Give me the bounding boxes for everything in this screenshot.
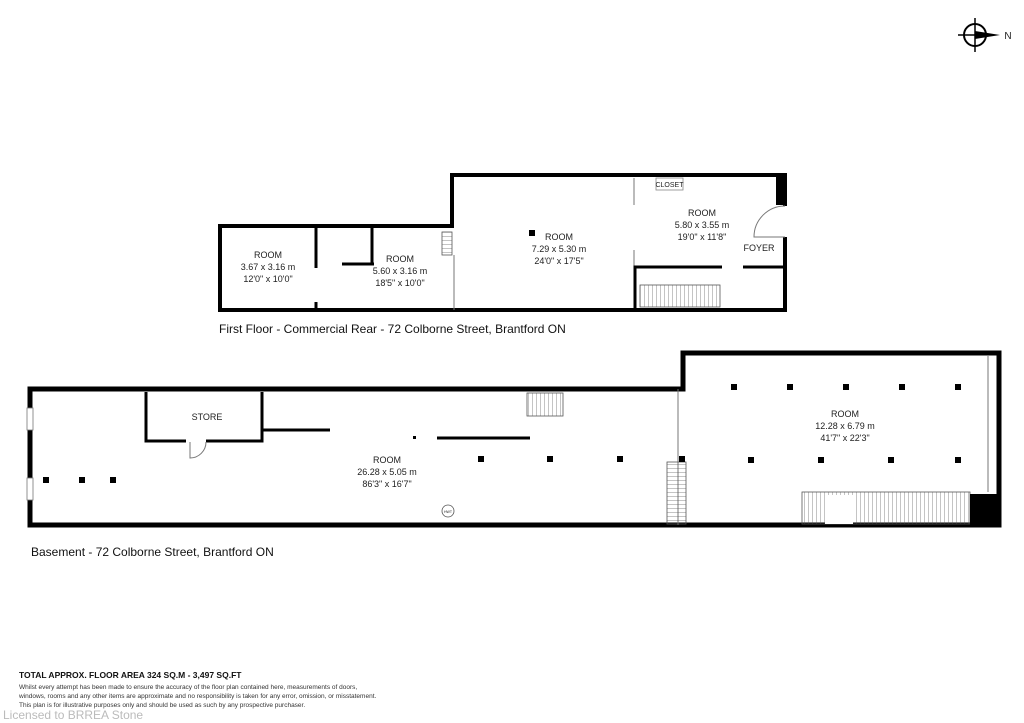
stairs-icon (639, 284, 721, 308)
room-label: ROOM 26.28 x 5.05 m 86'3" x 16'7" (357, 455, 417, 489)
svg-text:26.28 x 5.05 m: 26.28 x 5.05 m (357, 467, 417, 477)
svg-text:ROOM: ROOM (831, 409, 859, 419)
room-label: ROOM 3.67 x 3.16 m 12'0" x 10'0" (241, 250, 296, 284)
disclaimer-line: windows, rooms and any other items are a… (18, 693, 376, 700)
stairs-icon (526, 392, 564, 417)
svg-text:12'0" x 10'0": 12'0" x 10'0" (243, 274, 292, 284)
first-floor-plan: CLOSET ROOM 3.67 x 3.16 m 12'0" x 10'0" … (218, 173, 788, 312)
svg-text:86'3" x 16'7": 86'3" x 16'7" (362, 479, 411, 489)
svg-text:ROOM: ROOM (545, 232, 573, 242)
svg-text:19'0" x 11'8": 19'0" x 11'8" (678, 232, 727, 242)
basement-plan: STORE HWT ROOM 26.28 x 5.05 m 86'3" x 16… (26, 350, 1002, 528)
closet-label: CLOSET (655, 182, 684, 189)
compass-icon: N (958, 18, 1012, 52)
hwt-label: HWT (444, 510, 453, 514)
svg-text:ROOM: ROOM (373, 455, 401, 465)
svg-text:ROOM: ROOM (386, 254, 414, 264)
disclaimer-line: This plan is for illustrative purposes o… (19, 702, 305, 709)
room-label: ROOM 5.80 x 3.55 m 19'0" x 11'8" (675, 208, 730, 242)
room-label: ROOM 7.29 x 5.30 m 24'0" x 17'5" (532, 232, 587, 266)
svg-text:5.80 x 3.55 m: 5.80 x 3.55 m (675, 220, 730, 230)
first-floor-caption: First Floor - Commercial Rear - 72 Colbo… (219, 322, 566, 336)
room-label: ROOM 12.28 x 6.79 m 41'7" x 22'3" (815, 409, 875, 443)
svg-text:41'7" x 22'3": 41'7" x 22'3" (820, 433, 869, 443)
disclaimer-line: Whilst every attempt has been made to en… (19, 684, 357, 691)
north-label: N (1004, 31, 1011, 42)
basement-outer-wall (27, 350, 1002, 528)
svg-text:ROOM: ROOM (254, 250, 282, 260)
svg-text:ROOM: ROOM (688, 208, 716, 218)
window (26, 477, 34, 501)
window (26, 407, 34, 431)
columns (43, 384, 961, 483)
foyer-label: FOYER (743, 243, 775, 253)
svg-text:12.28 x 6.79 m: 12.28 x 6.79 m (815, 421, 875, 431)
column (529, 230, 535, 236)
water-heater-icon (441, 504, 455, 518)
door-icon (189, 441, 207, 459)
svg-text:24'0" x 17'5": 24'0" x 17'5" (534, 256, 583, 266)
stairs-icon (666, 461, 687, 525)
svg-text:3.67 x 3.16 m: 3.67 x 3.16 m (241, 262, 296, 272)
stairs-icon (441, 231, 453, 256)
svg-text:18'5" x 10'0": 18'5" x 10'0" (375, 278, 424, 288)
room-label: ROOM 5.60 x 3.16 m 18'5" x 10'0" (373, 254, 428, 288)
svg-text:7.29 x 5.30 m: 7.29 x 5.30 m (532, 244, 587, 254)
wall-block (776, 175, 786, 205)
store-label: STORE (192, 412, 223, 422)
svg-text:5.60 x 3.16 m: 5.60 x 3.16 m (373, 266, 428, 276)
total-floor-area: TOTAL APPROX. FLOOR AREA 324 SQ.M - 3,49… (19, 670, 242, 680)
watermark: Licensed to BRREA Stone (3, 708, 143, 722)
basement-caption: Basement - 72 Colborne Street, Brantford… (31, 545, 274, 559)
door-icon (753, 205, 786, 238)
